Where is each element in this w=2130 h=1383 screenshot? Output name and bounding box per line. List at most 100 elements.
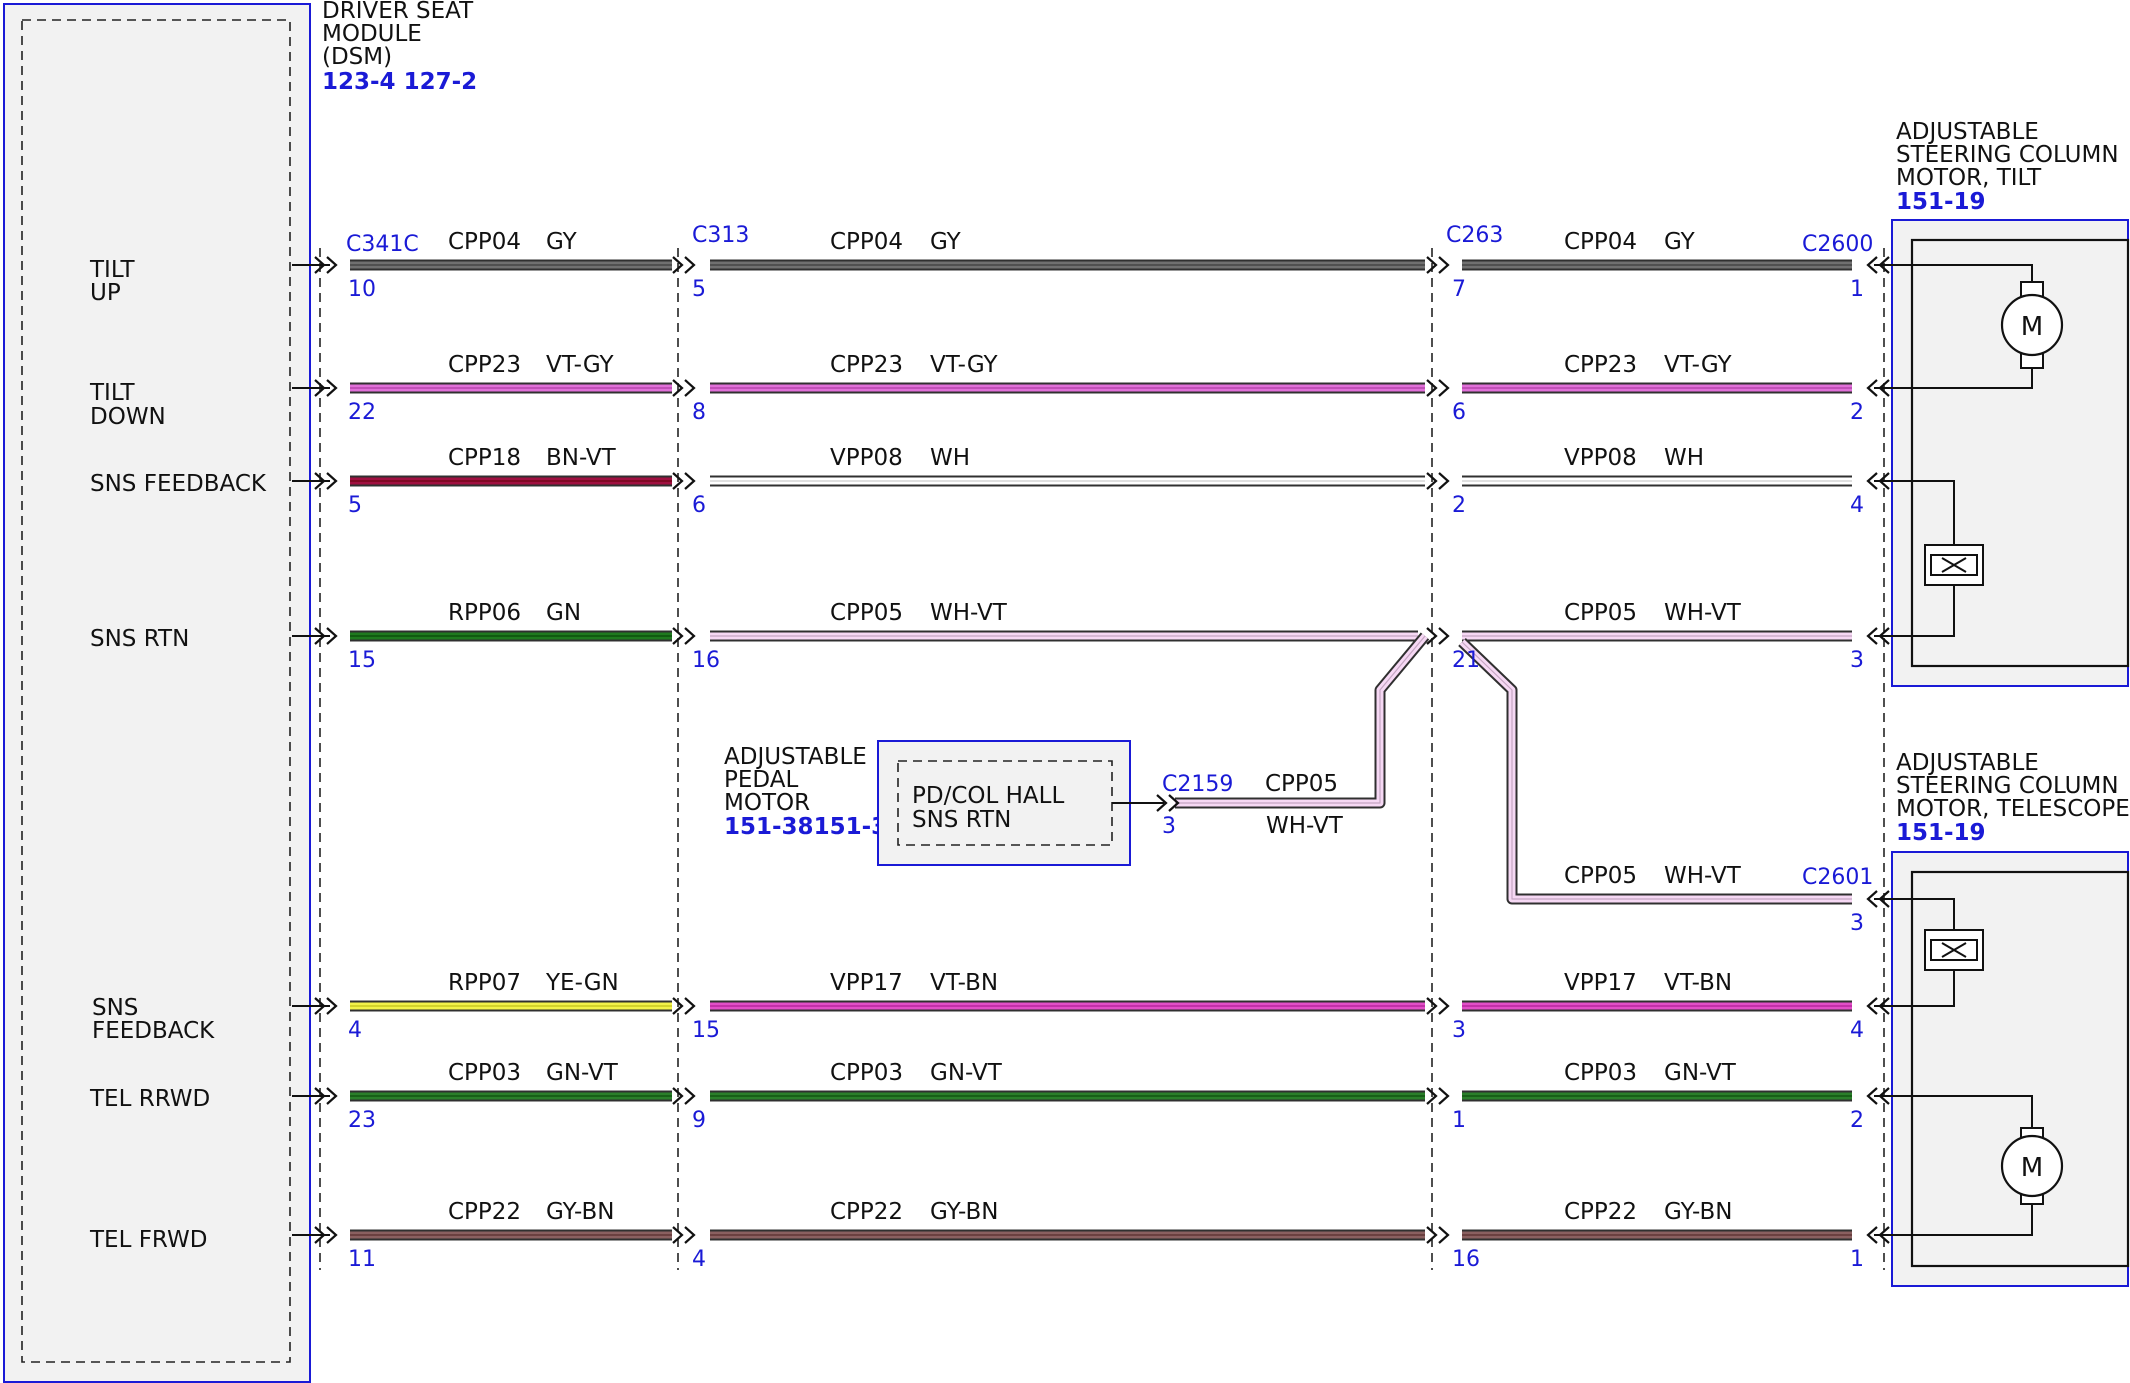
connector-c341c-label[interactable]: C341C	[346, 232, 419, 257]
wire-color-label: GN-VT	[546, 1060, 619, 1086]
signal-tilt-up-line1: TILT	[89, 257, 135, 283]
pin-number: 5	[692, 277, 706, 302]
dsm-inner-outline	[21, 19, 291, 1363]
pedal-pin-number: 3	[1162, 814, 1176, 839]
wire-color-label: GY-BN	[1664, 1199, 1732, 1225]
connector-c313-label[interactable]: C313	[692, 223, 749, 248]
pin-number: 4	[692, 1247, 706, 1272]
connector-arrow-b	[1866, 890, 1878, 908]
tel-motor-title: ADJUSTABLE STEERING COLUMN MOTOR, TELESC…	[1896, 750, 2130, 846]
tel-motor-title-line2: STEERING COLUMN	[1896, 773, 2119, 799]
pin-number: 2	[1850, 1108, 1864, 1133]
connector-arrow-b	[684, 256, 696, 274]
wire-color-label: WH-VT	[930, 600, 1008, 626]
connector-arrow	[314, 379, 326, 397]
connector-arrow	[314, 1226, 326, 1244]
connector-arrow-b	[684, 997, 696, 1015]
wire-color-label: BN-VT	[546, 445, 617, 471]
pin-number: 2	[1850, 400, 1864, 425]
connector-arrow-b	[1866, 627, 1878, 645]
wire-circuit-label: CPP23	[1564, 352, 1637, 378]
pin-number: 1	[1850, 277, 1864, 302]
wire-color-label: VT-GY	[546, 352, 614, 378]
dsm-outline	[3, 3, 311, 1383]
signal-sns-rtn: SNS RTN	[90, 626, 189, 652]
wire-color-label: GY-BN	[546, 1199, 614, 1225]
connector-arrow-b	[1438, 472, 1450, 490]
tel-motor-symbol: M	[2021, 1153, 2043, 1183]
wire-circuit-label: CPP03	[1564, 1060, 1637, 1086]
pin-number: 3	[1850, 911, 1864, 936]
dsm-title-line2: MODULE	[322, 21, 422, 47]
connector-c263-label[interactable]: C263	[1446, 223, 1503, 248]
wire-circuit-label: CPP05	[1564, 863, 1637, 889]
wire-circuit-label: CPP05	[830, 600, 903, 626]
connector-arrow	[672, 1226, 684, 1244]
connector-arrow-b	[326, 1087, 338, 1105]
wire-splice-telescope-stripe	[1461, 641, 1852, 900]
connector-c2159-label[interactable]: C2159	[1162, 772, 1233, 797]
signal-tilt-down-line1: TILT	[89, 380, 135, 406]
pin-number: 1	[1452, 1108, 1466, 1133]
connector-arrow	[314, 256, 326, 274]
motor-icon: M	[2000, 1127, 2064, 1205]
connector-arrow	[672, 379, 684, 397]
connector-arrow	[1426, 1226, 1438, 1244]
wire-circuit-label: VPP17	[830, 970, 903, 996]
tel-motor-ref-link[interactable]: 151-19	[1896, 820, 1986, 846]
wire-circuit-label: CPP22	[448, 1199, 521, 1225]
connector-arrow-b	[1438, 627, 1450, 645]
connector-arrow-b	[1866, 997, 1878, 1015]
connector-arrow	[1156, 794, 1168, 812]
tilt-motor-title-line2: STEERING COLUMN	[1896, 142, 2119, 168]
connector-arrow-b	[1866, 1087, 1878, 1105]
pin-number: 5	[348, 493, 362, 518]
connector-arrow-b	[1438, 1087, 1450, 1105]
connector-c2600-label[interactable]: C2600	[1802, 232, 1873, 257]
signal-tel-frwd: TEL FRWD	[89, 1227, 207, 1253]
wire-circuit-label: CPP23	[448, 352, 521, 378]
wire-circuit-label: CPP23	[830, 352, 903, 378]
tilt-motor-title-line3: MOTOR, TILT	[1896, 165, 2042, 191]
pin-number: 4	[1850, 493, 1864, 518]
wire-color-label: VT-GY	[930, 352, 998, 378]
wire-splice-telescope-fill	[1459, 639, 1852, 903]
wire-circuit-label: CPP04	[830, 229, 903, 255]
tel-motor-outline	[1891, 851, 2129, 1287]
connector-arrow-b	[684, 379, 696, 397]
wire-color-label: VT-GY	[1664, 352, 1732, 378]
connector-arrow	[314, 1087, 326, 1105]
connector-arrow-b	[1438, 997, 1450, 1015]
tel-motor-internals	[1874, 898, 2033, 1236]
dsm-ref-link[interactable]: 123-4 127-2	[322, 69, 477, 95]
tilt-motor-title: ADJUSTABLE STEERING COLUMN MOTOR, TILT 1…	[1896, 119, 2119, 215]
wire-color-label: GY	[546, 229, 578, 255]
wire-circuit-label: CPP05	[1564, 600, 1637, 626]
wire-color-label: YE-GN	[545, 970, 619, 996]
wire-color-label: GY-BN	[930, 1199, 998, 1225]
pin-number: 11	[348, 1247, 376, 1272]
wire-color-label: GN-VT	[930, 1060, 1003, 1086]
motor-icon: M	[2000, 281, 2064, 369]
wire-color-label: GN	[546, 600, 581, 626]
dsm-module	[3, 3, 311, 1383]
tilt-motor-ref-link[interactable]: 151-19	[1896, 189, 1986, 215]
connector-arrow-b	[326, 256, 338, 274]
wire-color-label: GY	[1664, 229, 1696, 255]
tilt-motor-inner	[1910, 238, 2130, 668]
pin-number: 8	[692, 400, 706, 425]
connector-c2601-label[interactable]: C2601	[1802, 865, 1873, 890]
connector-arrow-b	[1438, 256, 1450, 274]
connector-arrow	[314, 472, 326, 490]
wire-splice-telescope[interactable]	[1458, 638, 1852, 905]
connector-arrow	[314, 627, 326, 645]
wire-color-label: WH	[930, 445, 970, 471]
wire-circuit-label: CPP04	[448, 229, 521, 255]
hall-sensor-icon	[1924, 929, 1984, 971]
signal-tilt-up-line2: UP	[90, 280, 121, 306]
connector-arrow-b	[1438, 379, 1450, 397]
tilt-motor-title-line1: ADJUSTABLE	[1896, 119, 2039, 145]
pin-number: 10	[348, 277, 376, 302]
pedal-motor-ref-link[interactable]: 151-38151-39	[724, 814, 903, 840]
